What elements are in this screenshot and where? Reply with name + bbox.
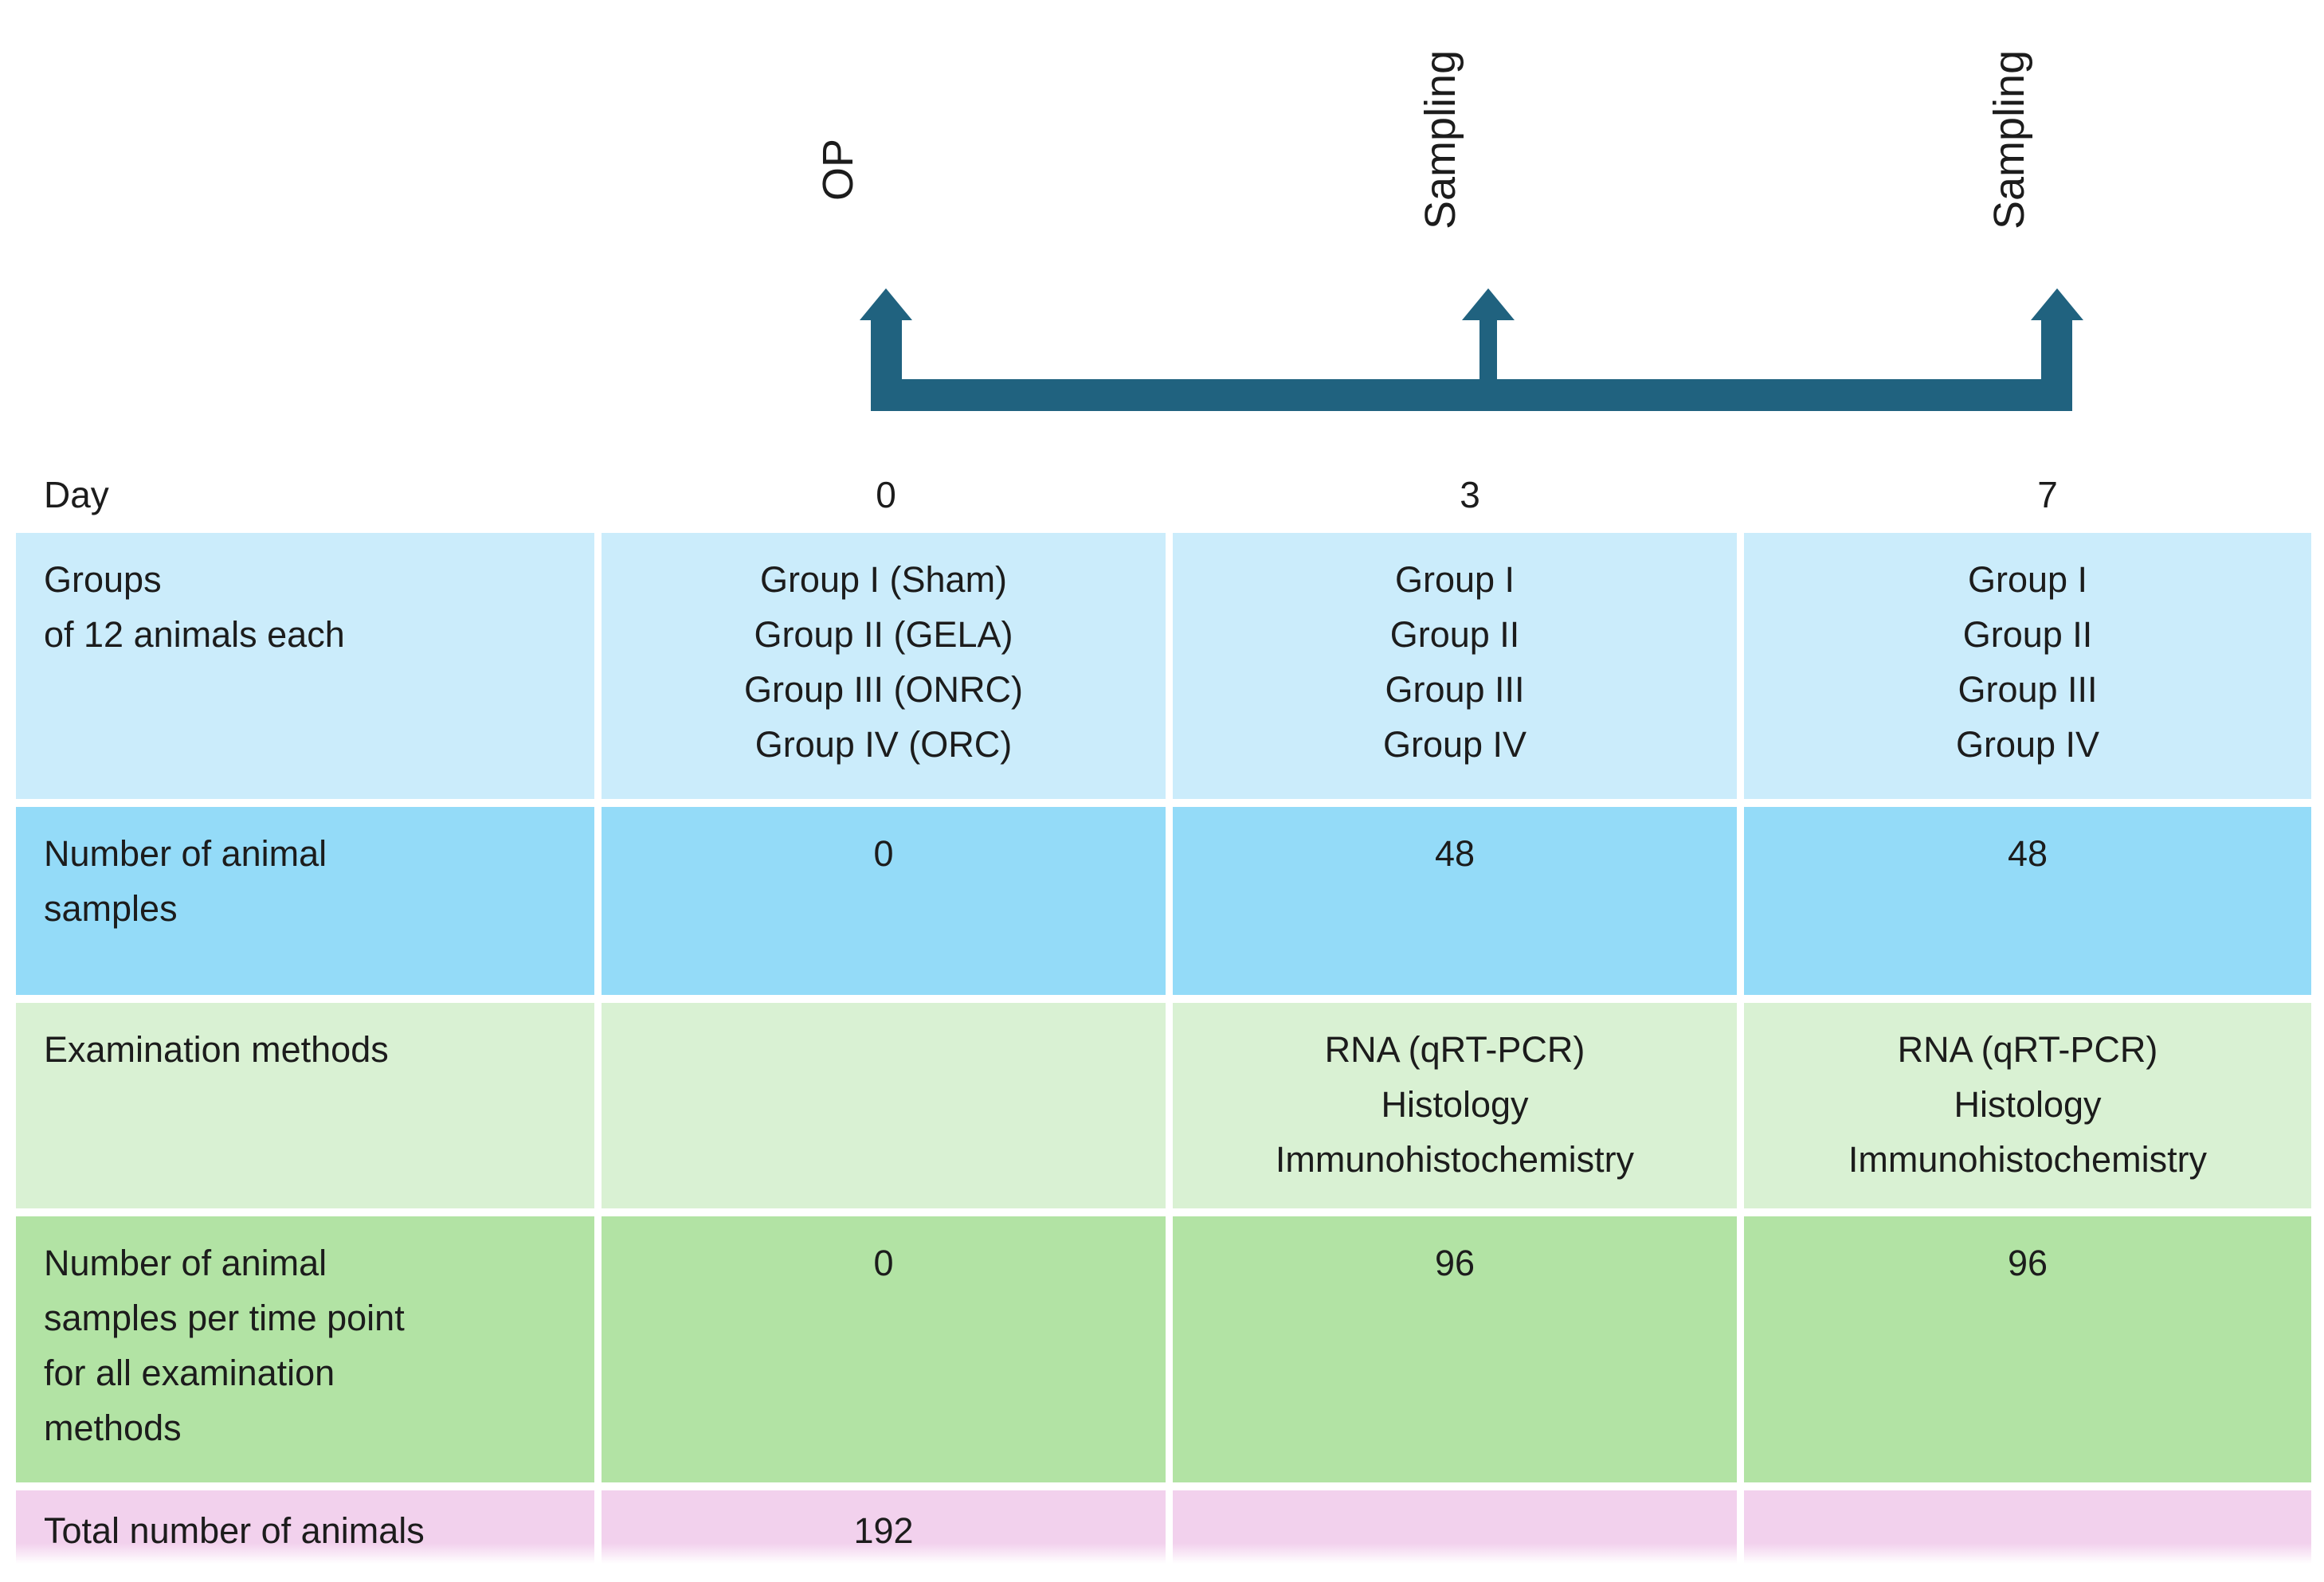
timeline-sampling-day7-label: Sampling: [1985, 49, 2033, 229]
cell-line: Group I: [1967, 559, 2088, 600]
cell-samples-day3: 48: [1173, 807, 1737, 995]
cell-line: 48: [2007, 833, 2048, 874]
cell-line: Group II (GELA): [754, 614, 1013, 655]
cell-line: 96: [2007, 1243, 2048, 1283]
cell-line: Histology: [1954, 1084, 2102, 1125]
cell-line: Group IV: [1382, 724, 1527, 765]
timeline-bar: [871, 379, 2072, 411]
cell-line: Group I (Sham): [759, 559, 1008, 600]
cell-samples-day7: 48: [1744, 807, 2311, 995]
row-samples-per-timepoint-header-cell: Number of animal samples per time point …: [16, 1216, 594, 1482]
cell-line: 192: [853, 1510, 914, 1551]
cell-total-day3: [1173, 1490, 1737, 1564]
row-label-line: samples: [44, 888, 178, 929]
cell-line: RNA (qRT-PCR): [1324, 1029, 1585, 1070]
cell-methods-day3: RNA (qRT-PCR) Histology Immunohistochemi…: [1173, 1003, 1737, 1208]
cell-line: Group IV (ORC): [754, 724, 1013, 765]
cell-line: Group III: [1385, 669, 1525, 710]
cell-groups-day0: Group I (Sham) Group II (GELA) Group III…: [602, 533, 1166, 799]
row-label-line: Groups: [44, 559, 162, 600]
cell-methods-day7: RNA (qRT-PCR) Histology Immunohistochemi…: [1744, 1003, 2311, 1208]
cell-total-day7: [1744, 1490, 2311, 1564]
row-label-line: Examination methods: [44, 1029, 389, 1070]
row-label-line: methods: [44, 1408, 182, 1448]
row-label-line: of 12 animals each: [44, 614, 345, 655]
timeline-sampling-day3-label: Sampling: [1417, 49, 1464, 229]
cell-line: Group II: [1962, 614, 2093, 655]
cell-line: Group II: [1389, 614, 1520, 655]
cell-methods-day0: [602, 1003, 1166, 1208]
row-animal-samples-header-cell: Number of animal samples: [16, 807, 594, 995]
cell-groups-day3: Group I Group II Group III Group IV: [1173, 533, 1737, 799]
row-label-line: Number of animal: [44, 1243, 327, 1283]
up-arrow-icon: [1462, 288, 1515, 320]
row-label-line: Total number of animals: [44, 1510, 425, 1551]
cell-line: Group I: [1394, 559, 1515, 600]
day-value-7: 7: [2037, 474, 2058, 515]
row-label-line: for all examination: [44, 1353, 335, 1393]
cell-samples-day0: 0: [602, 807, 1166, 995]
cell-per-timepoint-day0: 0: [602, 1216, 1166, 1482]
cell-line: Group III: [1958, 669, 2098, 710]
day-value-3: 3: [1460, 474, 1480, 515]
day-value-0: 0: [876, 474, 896, 515]
up-arrow-shaft: [2041, 319, 2072, 411]
row-examination-methods-header-cell: Examination methods: [16, 1003, 594, 1208]
cell-line: Histology: [1381, 1084, 1529, 1125]
row-total-animals-header-cell: Total number of animals: [16, 1490, 594, 1564]
up-arrow-shaft: [1479, 319, 1497, 387]
cell-total-day0: 192: [602, 1490, 1166, 1564]
cell-line: 0: [873, 1243, 894, 1283]
row-label-line: Number of animal: [44, 833, 327, 874]
row-label-line: samples per time point: [44, 1298, 405, 1338]
row-groups-header-cell: Groups of 12 animals each: [16, 533, 594, 799]
cell-per-timepoint-day3: 96: [1173, 1216, 1737, 1482]
cell-groups-day7: Group I Group II Group III Group IV: [1744, 533, 2311, 799]
up-arrow-icon: [2031, 288, 2083, 320]
cell-line: 48: [1434, 833, 1476, 874]
cell-line: Immunohistochemistry: [1848, 1139, 2208, 1180]
cell-line: 0: [873, 833, 894, 874]
cell-line: 96: [1434, 1243, 1476, 1283]
cell-line: Immunohistochemistry: [1275, 1139, 1635, 1180]
up-arrow-icon: [860, 288, 912, 320]
timeline-op-label: OP: [814, 138, 862, 201]
cell-line: Group III (ONRC): [743, 669, 1024, 710]
day-axis-label: Day: [44, 474, 109, 515]
up-arrow-shaft: [871, 319, 902, 411]
cell-per-timepoint-day7: 96: [1744, 1216, 2311, 1482]
cell-line: RNA (qRT-PCR): [1897, 1029, 2158, 1070]
cell-line: Group IV: [1955, 724, 2100, 765]
summary-table: Groups of 12 animals each Group I (Sham)…: [16, 533, 2311, 1564]
